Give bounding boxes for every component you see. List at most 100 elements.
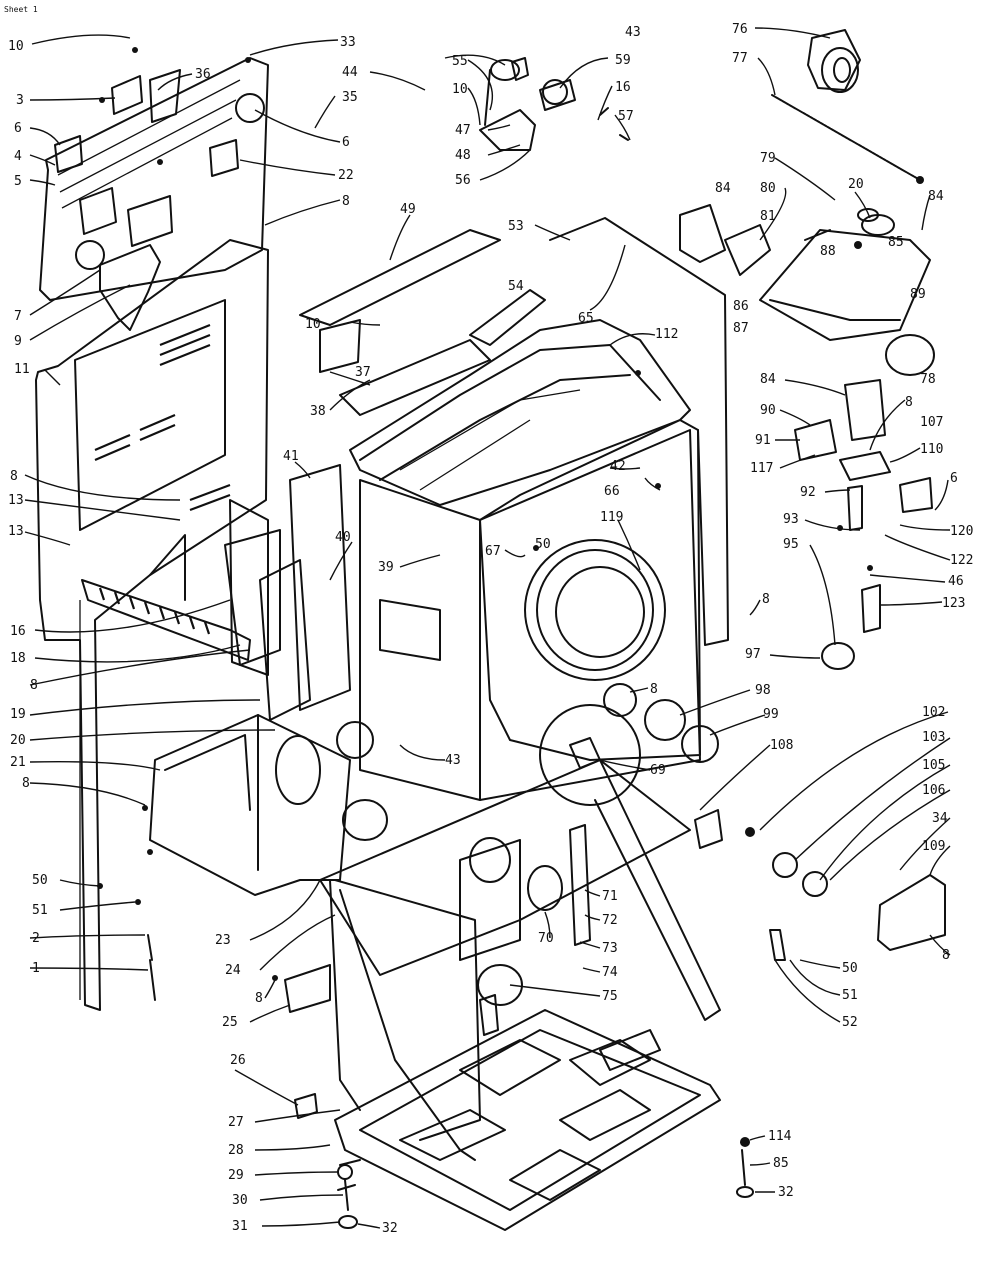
callout-46: 46 xyxy=(948,574,964,589)
callout-6-c: 6 xyxy=(950,471,958,486)
callout-79: 79 xyxy=(760,151,776,166)
callout-4: 4 xyxy=(14,149,22,164)
callout-81: 81 xyxy=(760,209,776,224)
callout-16-b: 16 xyxy=(10,624,26,639)
callout-86: 86 xyxy=(733,299,749,314)
callout-35: 35 xyxy=(342,90,358,105)
callout-38: 38 xyxy=(310,404,326,419)
callout-75: 75 xyxy=(602,989,618,1004)
callout-80: 80 xyxy=(760,181,776,196)
callout-36: 36 xyxy=(195,67,211,82)
callout-19: 19 xyxy=(10,707,26,722)
callout-87: 87 xyxy=(733,321,749,336)
callout-labels: 10 33 43 55 59 76 77 3 36 44 35 10 16 57… xyxy=(8,22,973,1236)
callout-42: 42 xyxy=(610,459,626,474)
callout-8-c: 8 xyxy=(10,469,18,484)
front-plate xyxy=(539,683,641,806)
callout-8-g: 8 xyxy=(22,776,30,791)
callout-10-b: 10 xyxy=(452,82,468,97)
callout-114: 114 xyxy=(768,1129,792,1144)
callout-43-b: 43 xyxy=(445,753,461,768)
callout-69: 69 xyxy=(650,763,666,778)
callout-102: 102 xyxy=(922,705,945,720)
callout-13-b: 13 xyxy=(8,524,24,539)
callout-37: 37 xyxy=(355,365,371,380)
callout-28: 28 xyxy=(228,1143,244,1158)
vent-slots xyxy=(94,323,231,512)
callout-22: 22 xyxy=(338,168,354,183)
callout-98: 98 xyxy=(755,683,771,698)
callout-1: 1 xyxy=(32,961,40,976)
callout-51: 51 xyxy=(32,903,48,918)
callout-91: 91 xyxy=(755,433,771,448)
callout-67: 67 xyxy=(485,544,501,559)
callout-120: 120 xyxy=(950,524,973,539)
callout-89: 89 xyxy=(910,287,926,302)
callout-8-b: 8 xyxy=(905,395,913,410)
callout-8: 8 xyxy=(342,194,350,209)
callout-48: 48 xyxy=(455,148,471,163)
callout-119: 119 xyxy=(600,510,623,525)
callout-8-f: 8 xyxy=(650,682,658,697)
corner-note: Sheet 1 xyxy=(4,5,38,14)
callout-30: 30 xyxy=(232,1193,248,1208)
callout-31: 31 xyxy=(232,1219,248,1234)
callout-56: 56 xyxy=(455,173,471,188)
callout-2: 2 xyxy=(32,931,40,946)
callout-93: 93 xyxy=(783,512,799,527)
callout-50-c: 50 xyxy=(842,961,858,976)
callout-9: 9 xyxy=(14,334,22,349)
callout-51-b: 51 xyxy=(842,988,858,1003)
callout-25: 25 xyxy=(222,1015,238,1030)
small-hardware-right xyxy=(644,379,946,1198)
callout-7: 7 xyxy=(14,309,22,324)
callout-112: 112 xyxy=(655,327,678,342)
callout-54: 54 xyxy=(508,279,524,294)
drum-top-console xyxy=(349,319,691,506)
callout-50: 50 xyxy=(535,537,551,552)
callout-23: 23 xyxy=(215,933,231,948)
callout-11: 11 xyxy=(14,362,30,377)
callout-39: 39 xyxy=(378,560,394,575)
callout-78: 78 xyxy=(920,372,936,387)
callout-47: 47 xyxy=(455,123,471,138)
rail-teeth xyxy=(98,587,211,635)
top-cover-bracket xyxy=(299,229,546,416)
callout-57: 57 xyxy=(618,109,634,124)
callout-72: 72 xyxy=(602,913,618,928)
callout-8-i: 8 xyxy=(255,991,263,1006)
callout-70: 70 xyxy=(538,931,554,946)
small-hardware-left xyxy=(97,805,361,1229)
callout-77: 77 xyxy=(732,51,748,66)
callout-110: 110 xyxy=(920,442,943,457)
caster-and-control-parts xyxy=(679,29,935,376)
top-vent-parts xyxy=(479,57,629,151)
callout-84-b: 84 xyxy=(928,189,944,204)
callout-52: 52 xyxy=(842,1015,858,1030)
callout-10-c: 10 xyxy=(305,317,321,332)
callout-44: 44 xyxy=(342,65,358,80)
callout-33: 33 xyxy=(340,35,356,50)
callout-103: 103 xyxy=(922,730,945,745)
rear-panel-assembly xyxy=(39,47,269,331)
callout-32: 32 xyxy=(778,1185,794,1200)
callout-8-d: 8 xyxy=(762,592,770,607)
callout-41: 41 xyxy=(283,449,299,464)
callout-59: 59 xyxy=(615,53,631,68)
callout-53: 53 xyxy=(508,219,524,234)
rear-panel-with-door xyxy=(479,217,729,761)
callout-55: 55 xyxy=(452,54,468,69)
callout-117: 117 xyxy=(750,461,773,476)
cabinet-side-panel xyxy=(35,239,269,1011)
callout-50-b: 50 xyxy=(32,873,48,888)
callout-97: 97 xyxy=(745,647,761,662)
callout-24: 24 xyxy=(225,963,241,978)
callout-34: 34 xyxy=(932,811,948,826)
callout-66: 66 xyxy=(604,484,620,499)
callout-5: 5 xyxy=(14,174,22,189)
callout-65: 65 xyxy=(578,311,594,326)
callout-8-e: 8 xyxy=(30,678,38,693)
callout-85: 85 xyxy=(888,235,904,250)
front-cabinet-box xyxy=(336,429,701,801)
